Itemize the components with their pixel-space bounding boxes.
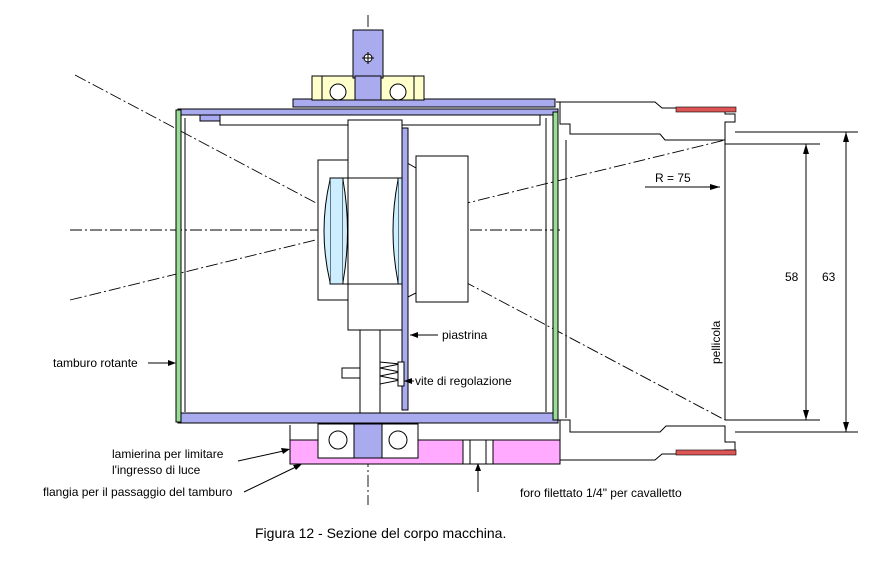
top-bearing: [292, 29, 556, 108]
piastrina-plate: [341, 127, 409, 414]
dimension-lines: [645, 131, 858, 433]
pellicola-label: pellicola: [709, 320, 723, 364]
film-channel: [556, 101, 737, 461]
vite-regolazione-label: vite di regolazione: [415, 374, 512, 388]
flangia-label: flangia per il passaggio del tamburo: [43, 485, 233, 499]
dimension-58-label: 58: [785, 270, 799, 284]
lens-assembly: [317, 119, 469, 331]
foro-filettato-label: foro filettato 1/4" per cavalletto: [520, 486, 682, 500]
radius-label: R = 75: [655, 171, 691, 185]
tamburo-rotante-label: tamburo rotante: [53, 356, 138, 370]
leader-lines: [148, 332, 481, 493]
piastrina-label: piastrina: [442, 328, 488, 342]
bottom-flange: [289, 423, 561, 465]
figure-caption: Figura 12 - Sezione del corpo macchina.: [255, 525, 506, 541]
lamierina-label-line2: l'ingresso di luce: [112, 463, 201, 477]
lamierina-label-line1: lamierina per limitare: [112, 447, 224, 461]
dimension-63-label: 63: [822, 270, 836, 284]
